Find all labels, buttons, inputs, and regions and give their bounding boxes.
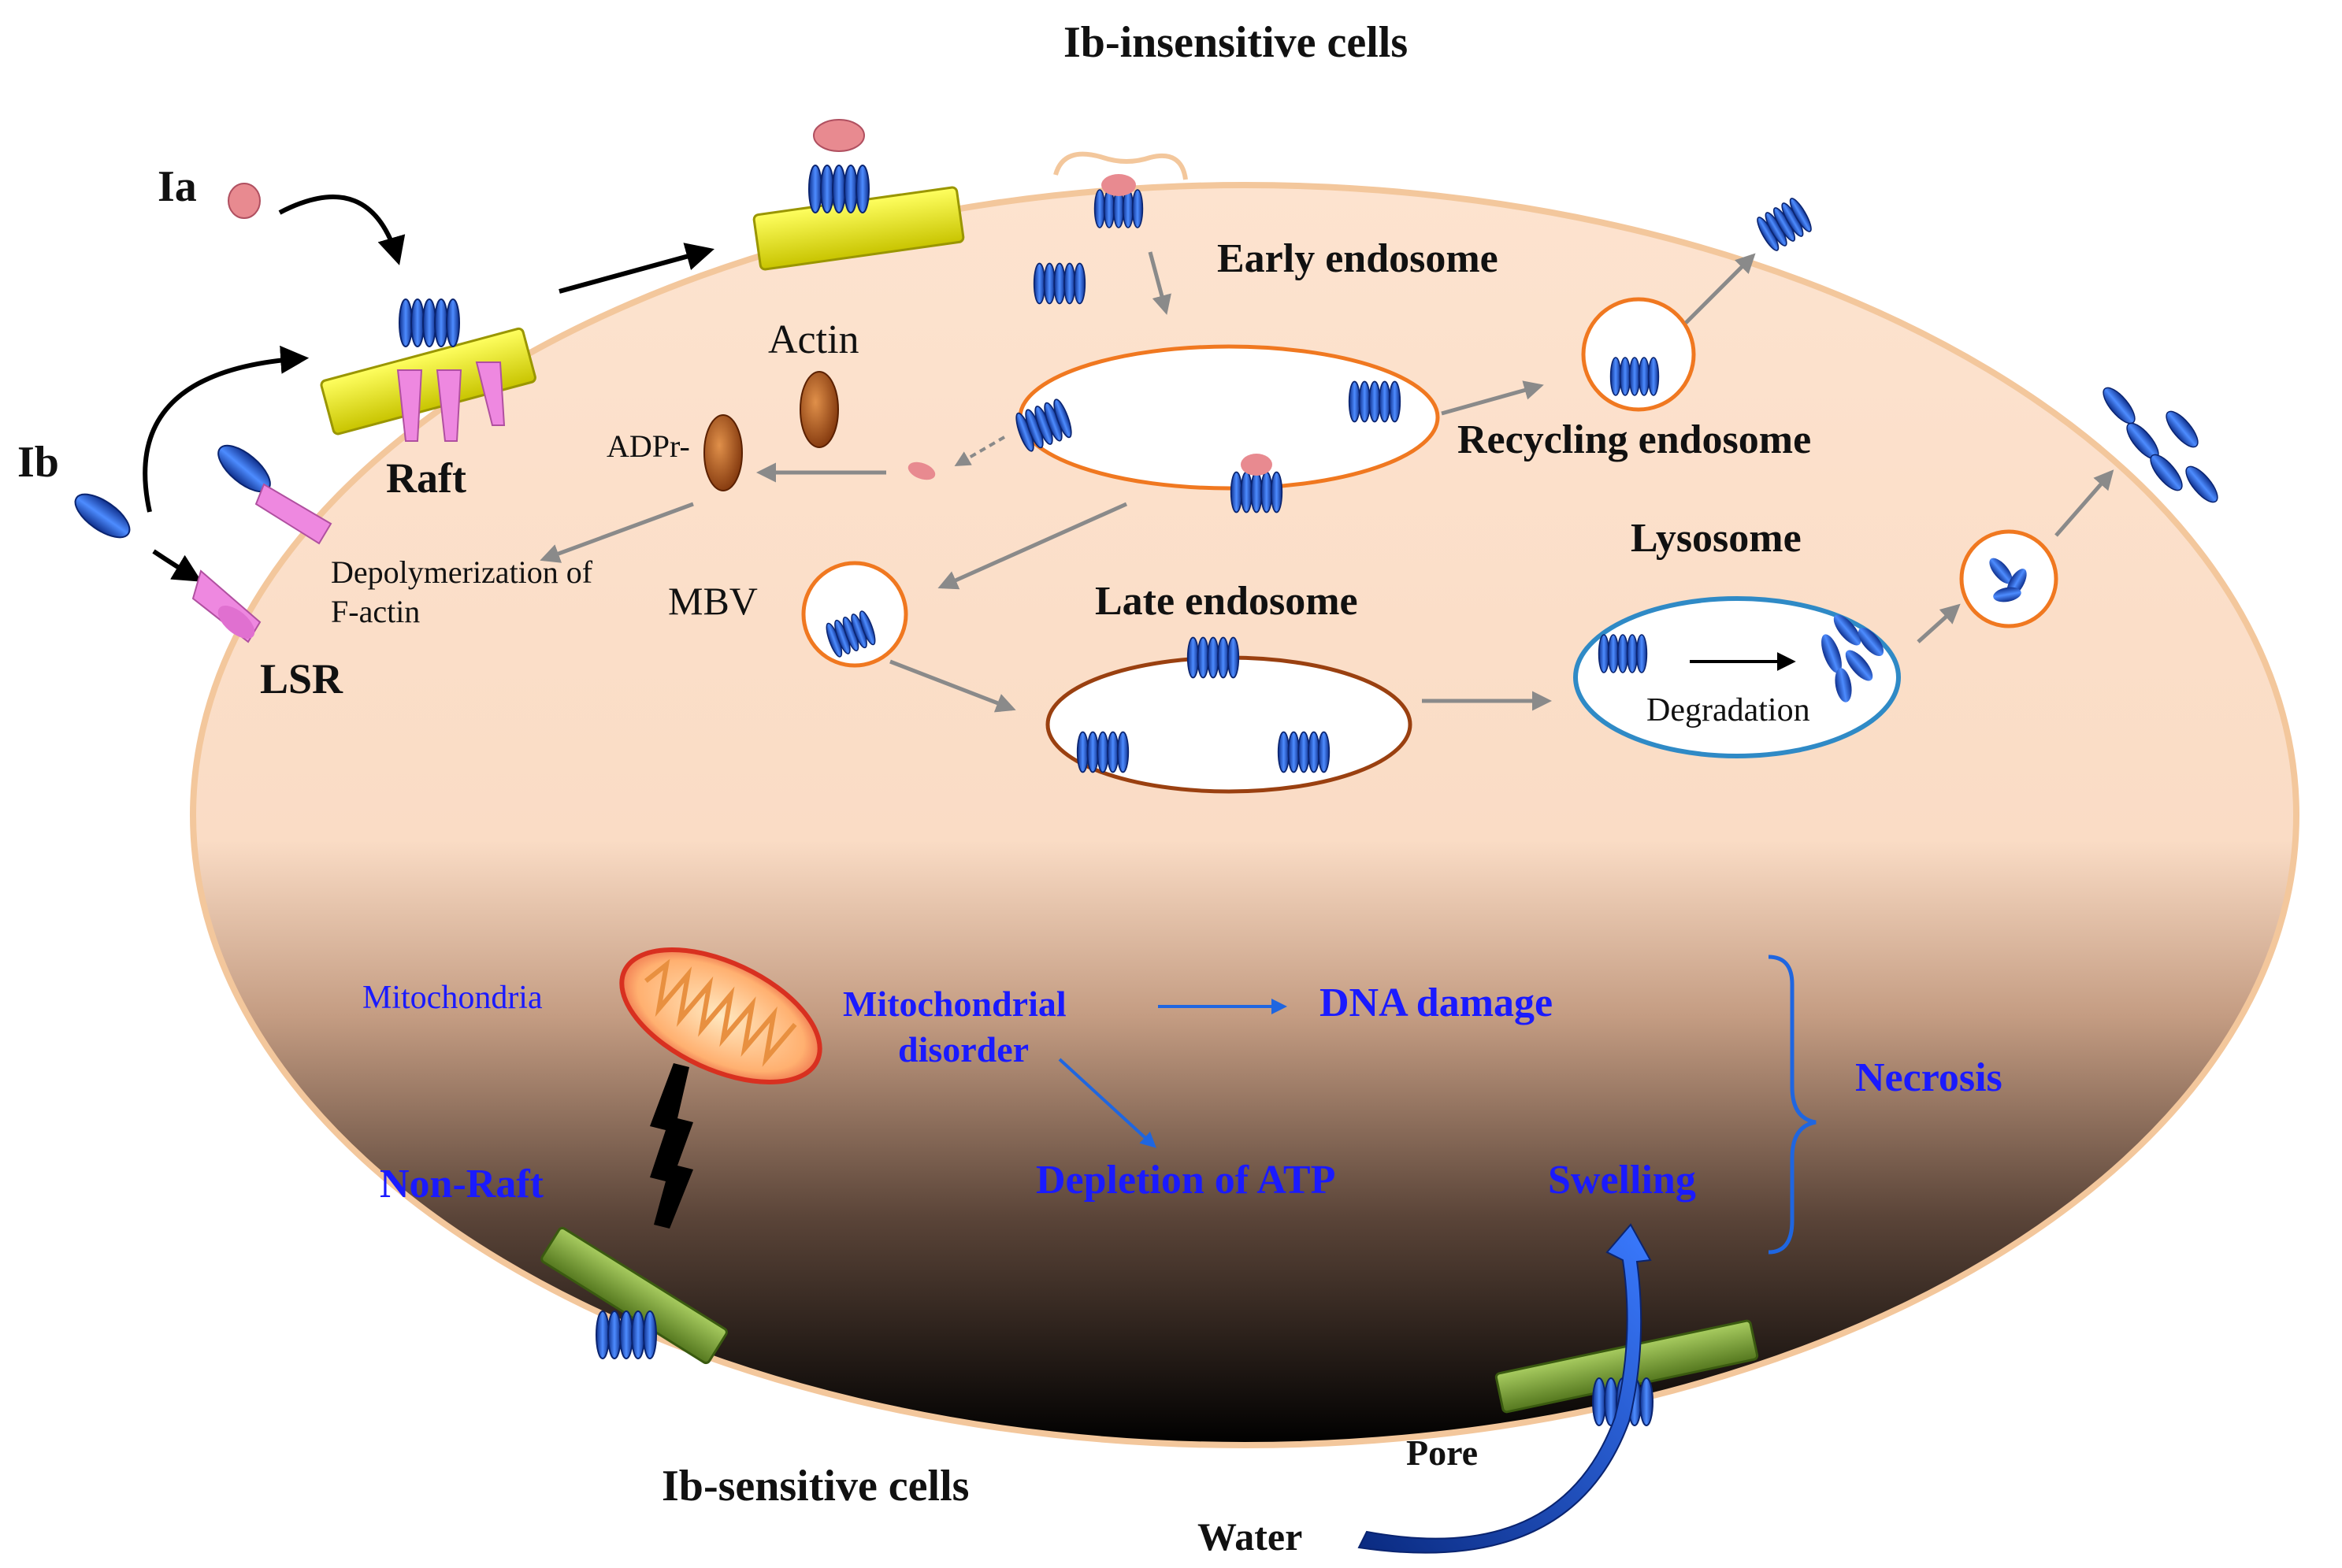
label-f-actin: F-actin	[331, 594, 420, 629]
degraded-fragments	[1821, 614, 1884, 702]
heptamer-late-right	[1279, 732, 1330, 773]
ia-in-pit	[1101, 174, 1136, 196]
label-mbv: MBV	[668, 579, 758, 623]
label-water: Water	[1197, 1514, 1302, 1559]
ia-molecule	[228, 183, 261, 219]
arrow-ib-up	[143, 345, 310, 513]
heptamer-recycling	[1611, 358, 1659, 395]
released-fragments	[2103, 387, 2218, 503]
ib-molecule	[74, 493, 131, 539]
heptamer-early-bottom	[1231, 473, 1282, 513]
label-actin: Actin	[768, 317, 859, 362]
label-swelling: Swelling	[1548, 1158, 1696, 1203]
label-lsr: LSR	[260, 655, 343, 702]
adpr-actin	[703, 414, 743, 491]
exit-vesicle-fragments	[1989, 558, 2027, 602]
cell-body	[190, 182, 2299, 1448]
ia-released	[907, 462, 936, 480]
lysosome	[1573, 596, 1901, 758]
label-depolymerization: Depolymerization of	[331, 554, 593, 590]
heptamer-recycled	[1754, 196, 1815, 253]
label-non-raft: Non-Raft	[380, 1162, 544, 1207]
label-ia: Ia	[158, 162, 197, 211]
label-adpr: ADPr-	[607, 428, 690, 464]
actin-monomer	[800, 371, 839, 448]
arrow-mbv-to-late	[889, 659, 1016, 713]
heptamer-early-right	[1349, 382, 1401, 422]
label-dna-damage: DNA damage	[1319, 980, 1553, 1025]
ib-lsr-complex	[217, 444, 332, 545]
label-depletion-atp: Depletion of ATP	[1036, 1158, 1335, 1203]
arrow-ib-to-lsr	[152, 549, 202, 582]
heptamer-late-left	[1078, 732, 1129, 773]
arrow-to-atp	[1058, 1058, 1156, 1148]
arrow-pit-to-early	[1148, 251, 1171, 315]
label-pore: Pore	[1406, 1433, 1478, 1473]
label-degradation: Degradation	[1646, 692, 1810, 728]
necrosis-brace	[1768, 955, 1817, 1255]
label-mito-disorder-1: Mitochondrial	[843, 984, 1067, 1024]
heptamer-raft-left	[399, 299, 459, 347]
heptamer-non-raft	[596, 1311, 656, 1359]
label-recycling-endosome: Recycling endosome	[1457, 417, 1811, 462]
label-raft: Raft	[386, 454, 466, 502]
label-mito-disorder-2: disorder	[898, 1029, 1029, 1069]
arrow-raft-to-raft	[559, 243, 714, 294]
title-ib-insensitive: Ib-insensitive cells	[1063, 18, 1408, 67]
raft-left	[320, 327, 536, 436]
arrow-lysosome-to-vesicle	[1917, 603, 1961, 643]
heptamer-late-top	[1188, 638, 1239, 678]
endocytic-pit	[1053, 151, 1188, 180]
label-late-endosome: Late endosome	[1095, 579, 1358, 624]
arrow-early-to-mbv	[937, 502, 1128, 590]
water-flow-arrow	[1357, 1223, 1652, 1554]
heptamer-free	[1034, 264, 1086, 304]
raft-left-receptors	[396, 361, 506, 442]
heptamer-lysosome	[1599, 635, 1647, 673]
label-early-endosome: Early endosome	[1217, 236, 1498, 281]
label-necrosis: Necrosis	[1855, 1055, 2002, 1100]
ia-on-raft-heptamer	[813, 119, 865, 152]
ia-early-bottom	[1241, 454, 1272, 476]
mito-damage-bolt	[650, 1063, 693, 1229]
arrow-early-to-ia	[954, 436, 1006, 467]
mitochondrion	[619, 947, 822, 1084]
label-mitochondria: Mitochondria	[362, 980, 543, 1016]
label-lysosome: Lysosome	[1631, 516, 1802, 561]
heptamer-raft-top	[809, 165, 869, 213]
arrow-vesicle-out	[2054, 469, 2114, 537]
label-ib: Ib	[17, 438, 59, 487]
recycling-endosome	[1581, 297, 1696, 412]
arrow-recycling-out	[1684, 253, 1756, 324]
arrow-ia-to-raft	[278, 195, 406, 265]
arrow-early-to-recycling	[1441, 380, 1544, 416]
title-ib-sensitive: Ib-sensitive cells	[662, 1462, 969, 1511]
lsr-receptor-lower	[191, 569, 262, 643]
arrow-adpr-to-depoly	[540, 502, 694, 563]
